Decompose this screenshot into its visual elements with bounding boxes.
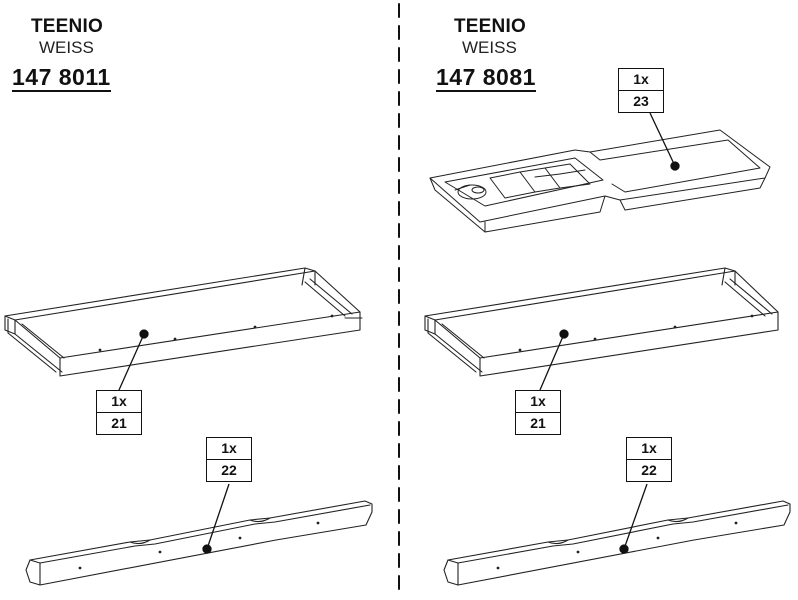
leader-dot-right-23	[670, 161, 680, 171]
leader-left-22	[206, 483, 230, 550]
right-part-21-label: 1x 21	[515, 390, 561, 435]
leader-dot-left-21	[139, 329, 149, 339]
front-panel-part-22-right	[443, 500, 791, 586]
part-number: 21	[530, 415, 546, 431]
part-quantity: 1x	[207, 438, 251, 460]
right-part-22-label: 1x 22	[626, 437, 672, 482]
organizer-insert-part-23	[429, 129, 771, 233]
part-quantity: 1x	[619, 69, 663, 91]
part-number: 22	[221, 462, 237, 478]
front-panel-holes-right	[496, 521, 738, 570]
part-quantity: 1x	[97, 391, 141, 413]
part-quantity: 1x	[627, 438, 671, 460]
left-part-22-label: 1x 22	[206, 437, 252, 482]
drawer-tray-holes-left	[98, 314, 334, 352]
leader-right-21	[539, 333, 565, 391]
right-product-color: WEISS	[462, 38, 517, 57]
drawer-tray-holes-right	[518, 314, 754, 352]
left-product-color: WEISS	[39, 38, 94, 57]
left-article-number: 147 8011	[12, 64, 111, 92]
leader-right-22	[623, 483, 648, 550]
right-part-23-label: 1x 23	[618, 68, 664, 113]
right-article-number: 147 8081	[436, 64, 536, 92]
leader-right-23	[649, 112, 676, 167]
part-number: 23	[633, 93, 649, 109]
leader-left-21	[118, 333, 145, 391]
front-panel-part-22-left	[25, 500, 373, 586]
left-product-title: TEENIO	[31, 16, 103, 37]
part-number: 21	[111, 415, 127, 431]
leader-dot-left-22	[202, 544, 212, 554]
right-product-title: TEENIO	[454, 16, 526, 37]
part-quantity: 1x	[516, 391, 560, 413]
drawer-tray-part-21-right	[424, 267, 779, 377]
leader-dot-right-22	[619, 544, 629, 554]
leader-dot-right-21	[559, 329, 569, 339]
front-panel-holes-left	[78, 521, 320, 570]
part-number: 22	[641, 462, 657, 478]
left-part-21-label: 1x 21	[96, 390, 142, 435]
drawer-tray-part-21-left	[4, 267, 363, 377]
